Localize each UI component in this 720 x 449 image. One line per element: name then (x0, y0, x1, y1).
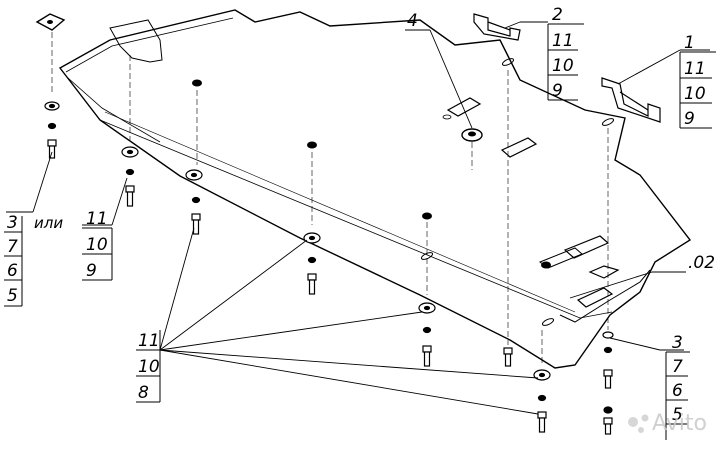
label-bottom-right-r0: 3 (672, 333, 683, 353)
leader-lines (6, 21, 710, 415)
label-left-bolt-r0: 3 (7, 213, 18, 233)
watermark-text: Avito (652, 411, 707, 436)
fastener-stack-b (121, 146, 139, 207)
label-left-alt-word: или (34, 214, 63, 232)
fastener-stack-c (185, 169, 203, 235)
label-left-mid-r1: 10 (86, 235, 108, 255)
center-nut (461, 128, 483, 142)
label-part-4: 4 (407, 11, 418, 31)
label-bottom-left-r2: 8 (138, 383, 149, 403)
label-part-2-r2: 10 (552, 56, 574, 76)
center-lines (51, 32, 609, 365)
fasteners (44, 101, 614, 435)
callout-part-1 (679, 51, 716, 129)
label-bottom-left-r1: 10 (138, 357, 160, 377)
fastener-stack-h (602, 331, 614, 435)
label-left-bolt-r2: 6 (7, 261, 18, 281)
weld-nuts (192, 79, 551, 269)
fastener-stack-d (303, 232, 321, 295)
label-part-1: 1 (684, 33, 695, 53)
callout-left-bolt (4, 216, 23, 307)
fastener-stack-g (533, 369, 551, 433)
bracket-part-2 (473, 13, 521, 41)
callout-bottom-right (665, 351, 690, 440)
label-part-02: .02 (688, 253, 715, 273)
bracket-part-02 (576, 265, 620, 308)
skid-plate (58, 9, 692, 369)
label-left-bolt-r3: 5 (7, 286, 18, 306)
label-part-2-r3: 9 (552, 81, 563, 101)
label-left-bolt-r1: 7 (7, 237, 18, 257)
callout-part-2 (547, 23, 584, 101)
label-bottom-right-r3: 5 (672, 405, 683, 425)
label-part-1-r3: 9 (684, 109, 695, 129)
label-left-mid-r2: 9 (86, 261, 97, 281)
label-part-1-r1: 11 (684, 59, 706, 79)
loose-plate (35, 13, 66, 31)
callout-left-mid (82, 227, 113, 281)
bracket-part-1 (601, 77, 661, 123)
fastener-stack-f (503, 347, 513, 367)
fastener-stack-a (44, 101, 60, 159)
label-bottom-left-r0: 11 (138, 331, 160, 351)
label-part-2: 2 (552, 5, 563, 25)
label-part-2-r1: 11 (552, 31, 574, 51)
label-left-mid-r0: 11 (86, 209, 108, 229)
callout-bottom-left (136, 330, 161, 403)
watermark: Avito (628, 411, 707, 436)
label-part-1-r2: 10 (684, 84, 706, 104)
label-bottom-right-r1: 7 (672, 357, 683, 377)
label-bottom-right-r2: 6 (672, 381, 683, 401)
fastener-stack-e (418, 302, 436, 367)
labels: 4 2 11 10 9 1 11 10 9 .02 3 или 7 6 5 11… (7, 5, 715, 425)
